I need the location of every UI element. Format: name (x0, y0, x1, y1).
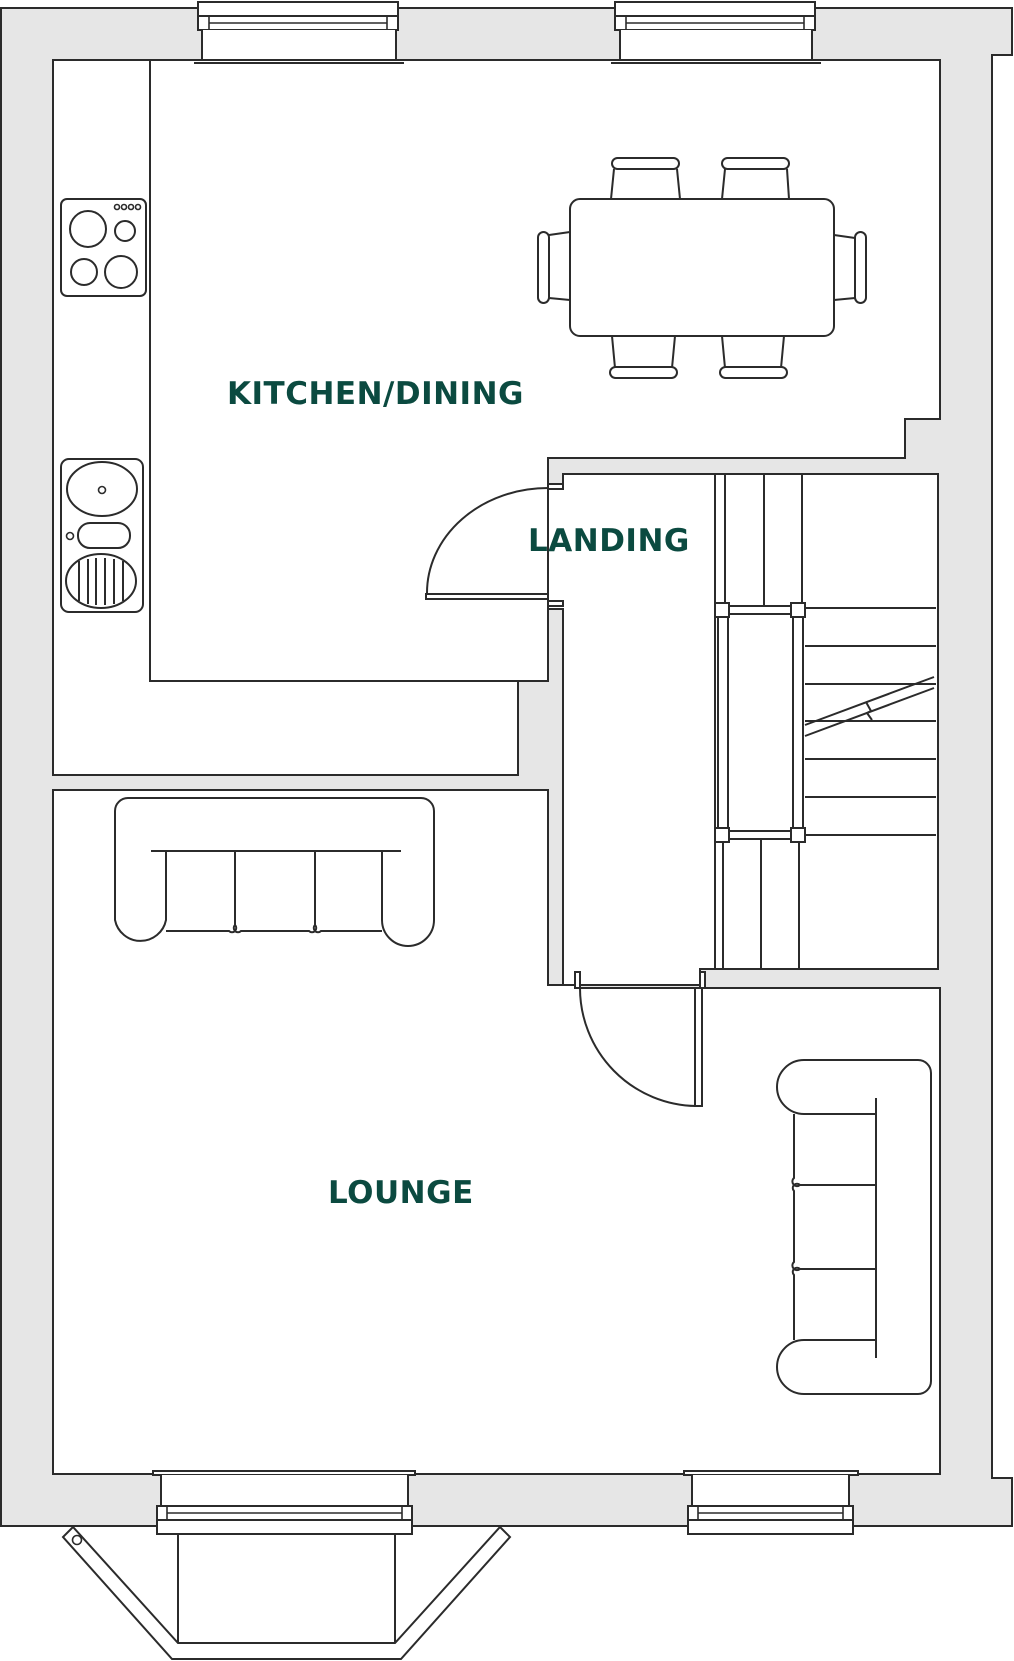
top-window-right (611, 1, 821, 64)
sink-icon (60, 458, 144, 613)
hob-icon (60, 198, 147, 297)
lounge-door-icon (574, 971, 706, 1107)
sofa-icon (776, 1059, 932, 1395)
bay-window-icon (61, 1470, 512, 1660)
top-window-left (194, 1, 404, 64)
kitchen-door-icon (425, 483, 564, 607)
sofa-icon (114, 797, 435, 947)
bottom-window-right (683, 1470, 859, 1535)
room-label-landing: LANDING (528, 523, 690, 559)
dining-table-icon (537, 157, 867, 379)
lounge-room (52, 789, 941, 1475)
staircase-icon (714, 473, 939, 970)
room-label-lounge: LOUNGE (328, 1175, 474, 1211)
room-label-kitchen-dining: KITCHEN/DINING (227, 376, 524, 412)
